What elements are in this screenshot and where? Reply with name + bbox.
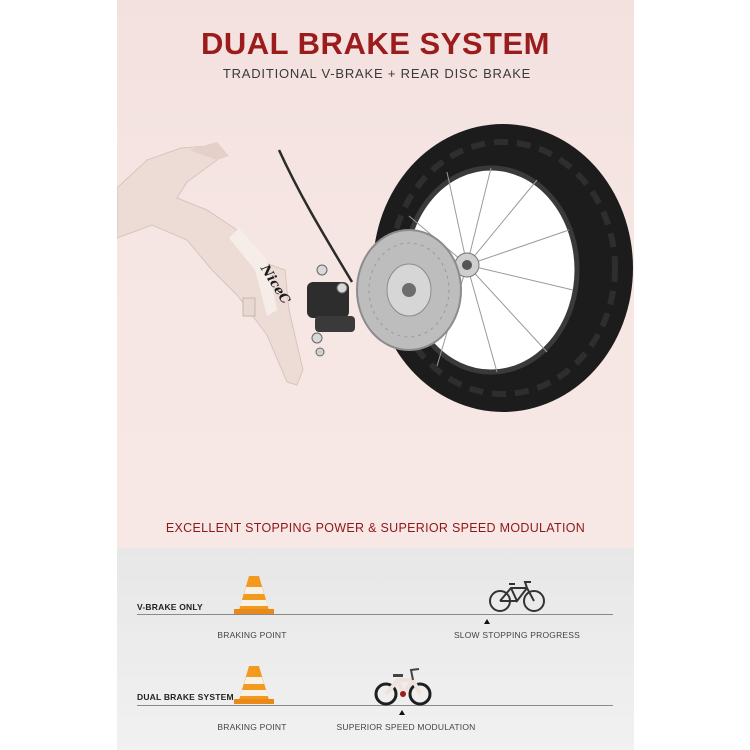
brake-illustration: NiceC: [117, 124, 633, 412]
comparison-section: V-BRAKE ONLY BRAKING POINT SLOW STOPPING…: [117, 548, 634, 750]
traffic-cone-icon: [234, 576, 274, 614]
brake-rotor: [356, 229, 462, 351]
page-subtitle: TRADITIONAL V-BRAKE + REAR DISC BRAKE: [222, 66, 532, 81]
hero-section: DUAL BRAKE SYSTEM TRADITIONAL V-BRAKE + …: [117, 0, 634, 548]
row-divider: [137, 705, 613, 706]
row-label-dual-brake: DUAL BRAKE SYSTEM: [137, 692, 234, 702]
product-panel: DUAL BRAKE SYSTEM TRADITIONAL V-BRAKE + …: [117, 0, 634, 750]
row-label-v-brake: V-BRAKE ONLY: [137, 602, 203, 612]
kids-bike-icon: [374, 668, 432, 706]
result-caption: SUPERIOR SPEED MODULATION: [336, 722, 476, 732]
bike-frame: [117, 142, 304, 386]
tagline: EXCELLENT STOPPING POWER & SUPERIOR SPEE…: [165, 521, 586, 535]
stop-marker: [399, 710, 405, 715]
braking-point-caption: BRAKING POINT: [217, 630, 287, 640]
page-title: DUAL BRAKE SYSTEM: [201, 26, 550, 61]
brake-cable: [277, 149, 354, 283]
stop-marker: [484, 619, 490, 624]
disc-caliper: [307, 264, 355, 357]
traffic-cone-icon: [234, 666, 274, 704]
result-caption: SLOW STOPPING PROGRESS: [453, 630, 581, 640]
row-divider: [137, 614, 613, 615]
braking-point-caption: BRAKING POINT: [217, 722, 287, 732]
bicycle-outline-icon: [489, 581, 545, 612]
